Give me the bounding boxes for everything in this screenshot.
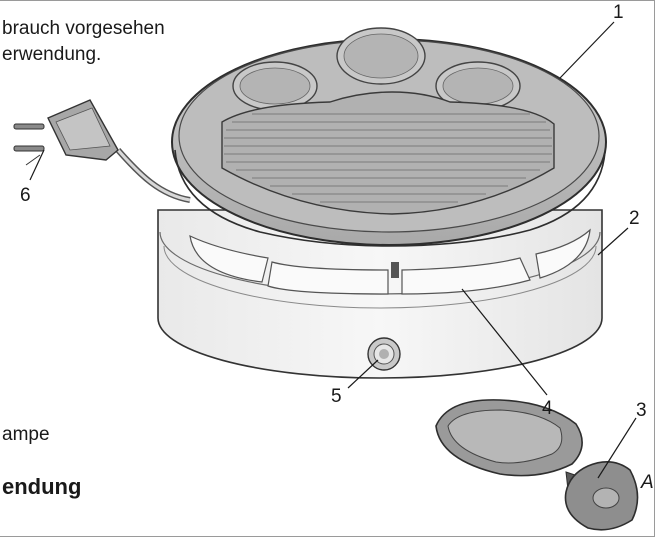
callout-4: 4	[542, 398, 553, 420]
grill-plate	[172, 28, 606, 246]
leader-6	[30, 150, 44, 180]
callout-2: 2	[629, 208, 640, 230]
text-lamp: ampe	[2, 424, 50, 446]
power-cord	[14, 100, 190, 200]
section-heading: endung	[2, 474, 81, 500]
raclette-pan	[436, 400, 638, 530]
callout-3: 3	[636, 400, 647, 422]
callout-1: 1	[613, 2, 624, 24]
callout-5: 5	[331, 386, 342, 408]
text-line-2: erwendung.	[2, 44, 101, 66]
callout-a: A	[641, 472, 654, 494]
callout-6: 6	[20, 185, 31, 207]
text-line-1: brauch vorgesehen	[2, 18, 165, 40]
leader-1	[560, 22, 614, 78]
